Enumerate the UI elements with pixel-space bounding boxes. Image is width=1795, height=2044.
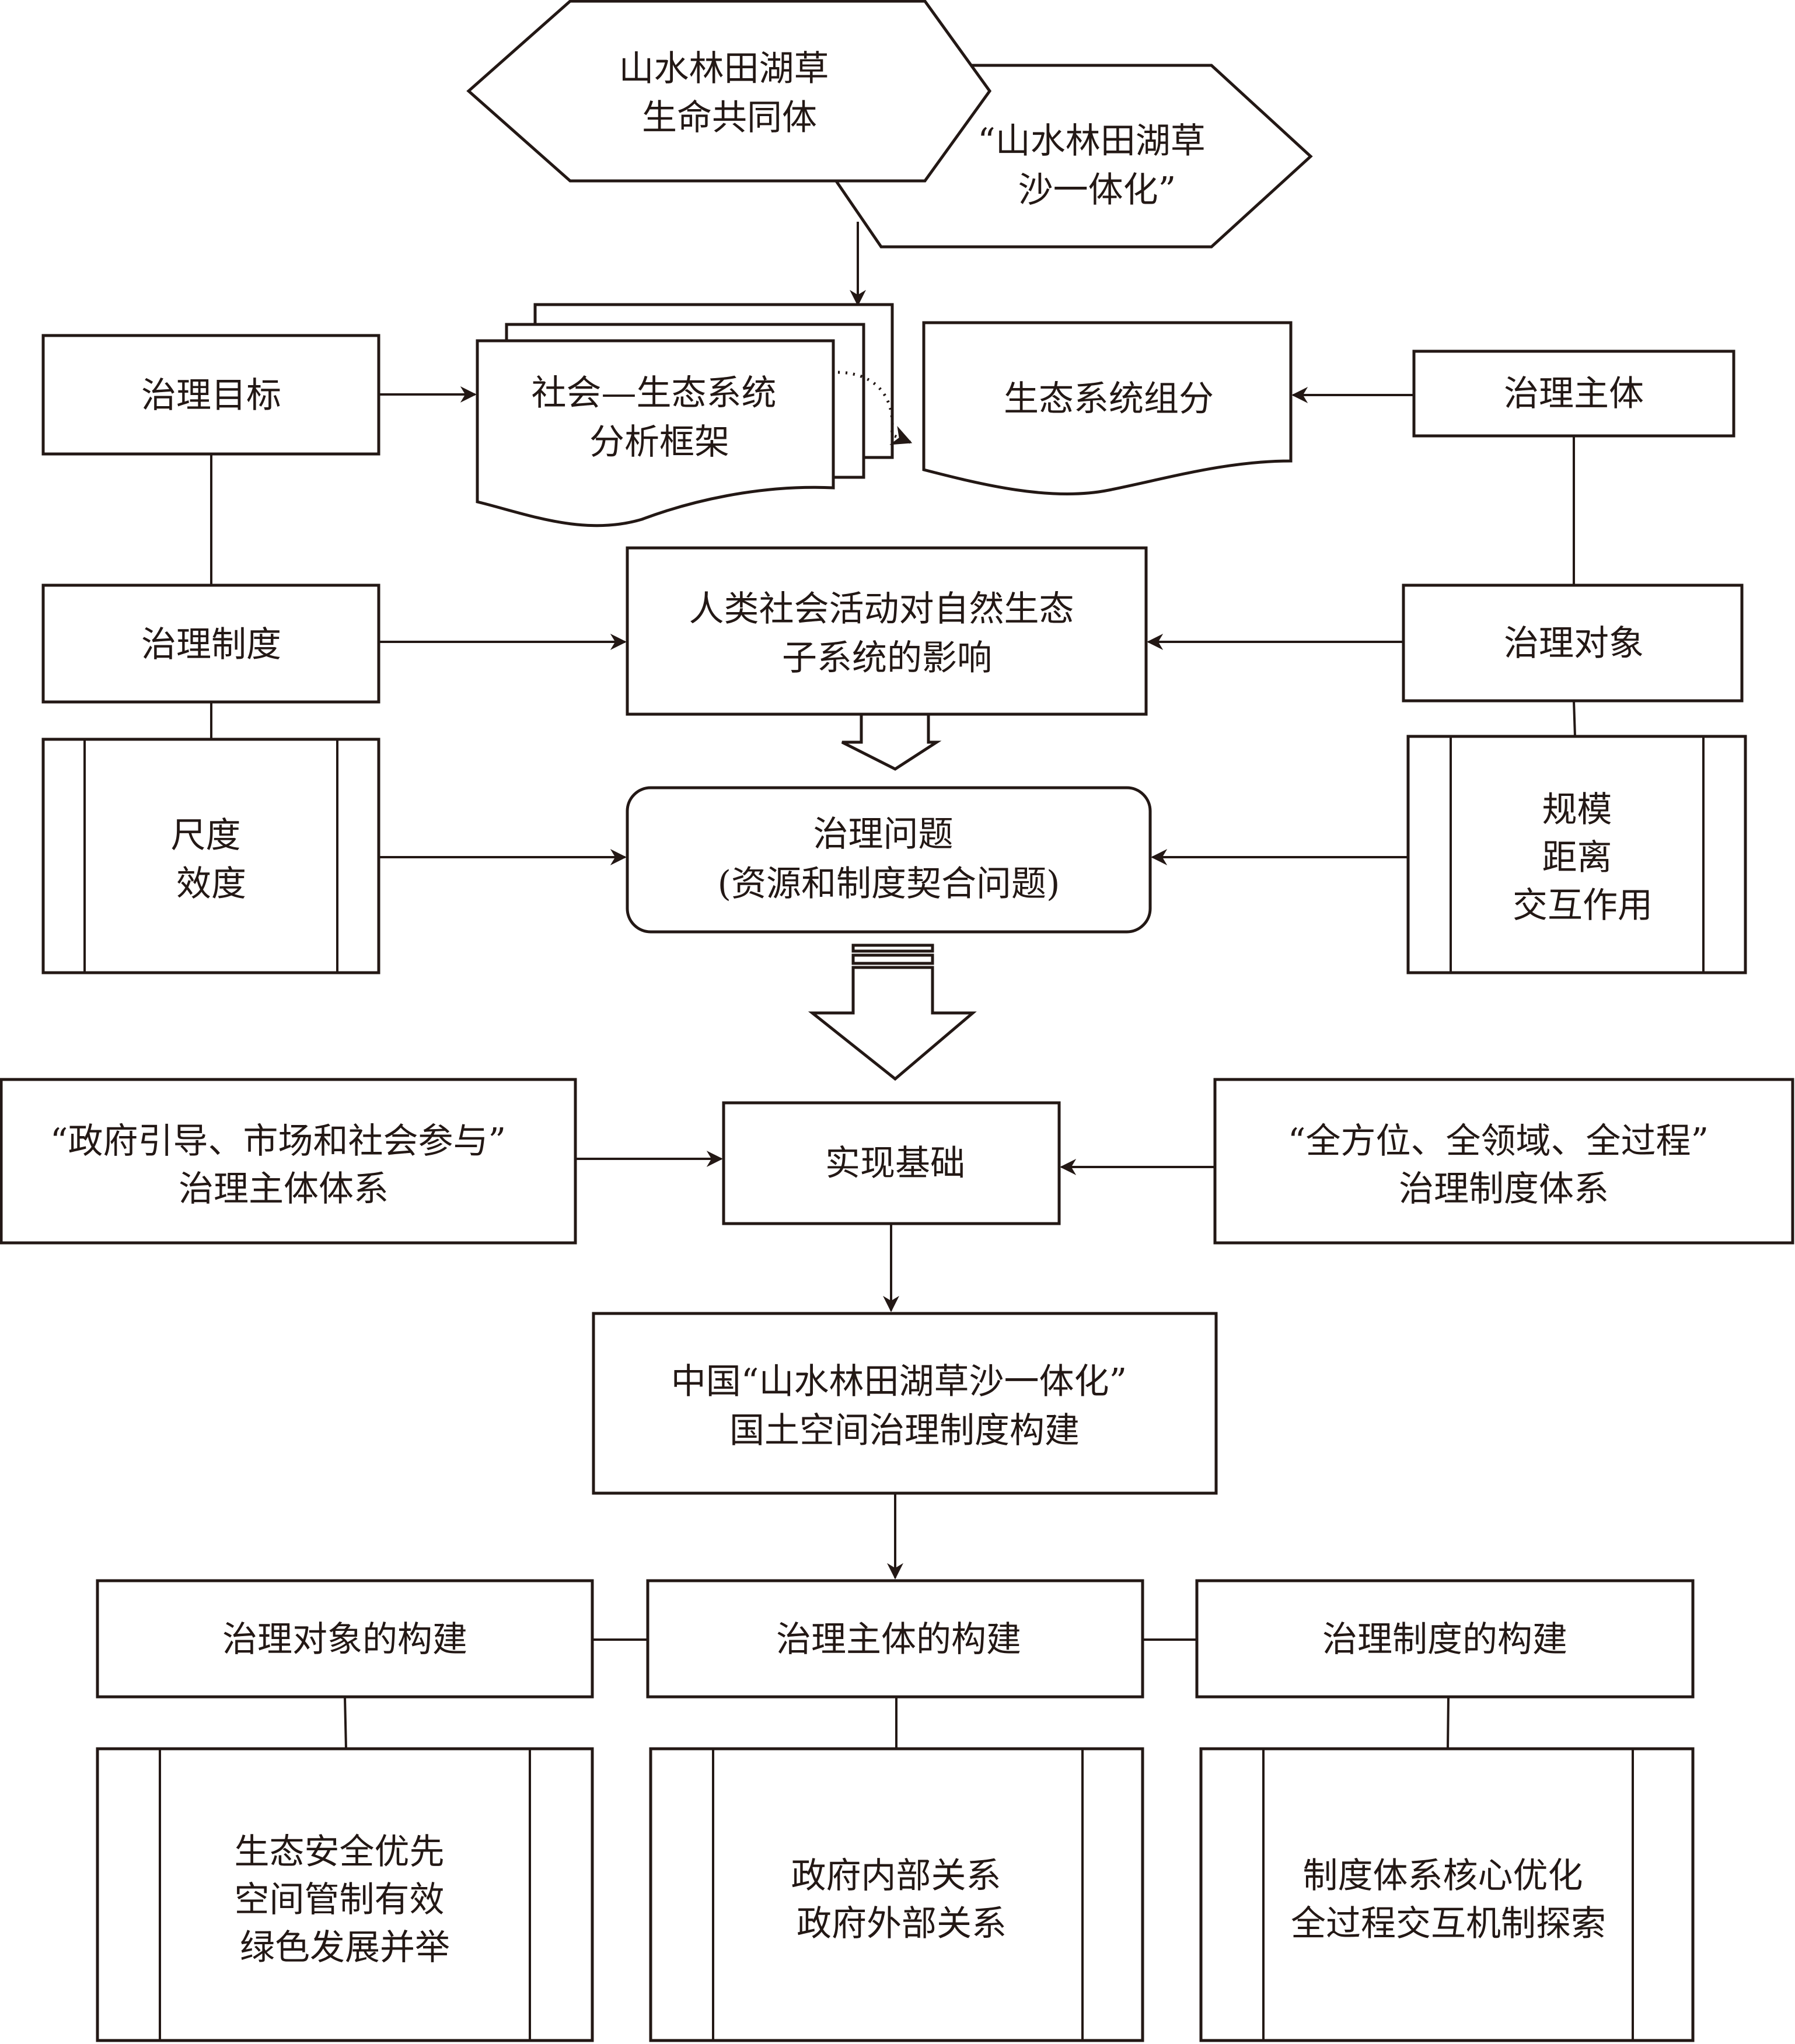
- subject-construction-text: 治理主体的构建: [776, 1619, 1021, 1660]
- governance-problem-text: 治理问题 (资源和制度契合问题): [718, 814, 1060, 904]
- big-arrow-stripe-2: [851, 953, 934, 965]
- dimensions-line: 交互作用: [1513, 885, 1653, 926]
- connector-object-to-detail: [344, 1696, 347, 1749]
- framework-line: 社会—生态系统: [531, 373, 776, 414]
- hexagon-community: [466, 0, 992, 183]
- scale-effect-box: [41, 738, 380, 974]
- institution-system-text: “全方位、全领域、全过程” 治理制度体系: [1288, 1121, 1720, 1210]
- foundation-text: 实现基础: [825, 1143, 965, 1184]
- subject-detail-line: 政府内部关系: [791, 1856, 1001, 1896]
- ecosystem-components-text: 生态系统组分: [1004, 379, 1214, 420]
- governance-institution-text: 治理制度: [141, 624, 281, 665]
- subject-system-text: “政府引导、市场和社会参与” 治理主体体系: [50, 1121, 517, 1210]
- governance-problem-line: (资源和制度契合问题): [718, 864, 1060, 904]
- object-construction-text: 治理对象的构建: [222, 1619, 467, 1660]
- governance-object-line: 治理对象: [1504, 623, 1644, 664]
- hex-community-text: 山水林田湖草 生命共同体: [619, 48, 840, 138]
- subject-system-line: 治理主体体系: [179, 1169, 389, 1210]
- subject-detail-line: 政府外部关系: [797, 1903, 1007, 1944]
- human-impact-line: 子系统的影响: [782, 638, 992, 679]
- governance-object-box: [1402, 583, 1744, 703]
- institution-construction-box: [1195, 1579, 1695, 1699]
- foundation-line: 实现基础: [825, 1143, 965, 1184]
- institution-detail-line: 制度体系核心优化: [1302, 1856, 1583, 1896]
- connector-dotted-framework-to-components: [837, 371, 913, 445]
- dimensions-line: 规模: [1542, 789, 1612, 830]
- governance-goal-text: 治理目标: [141, 375, 281, 416]
- framework-text: 社会—生态系统 分析框架: [531, 373, 787, 463]
- governance-institution-line: 治理制度: [141, 624, 281, 665]
- object-detail-box: [96, 1747, 594, 2042]
- institution-detail-box: [1199, 1747, 1695, 2042]
- hex-integration-line: “山水林田湖草: [977, 121, 1206, 162]
- human-impact-box: [626, 546, 1148, 716]
- hex-integration-text: “山水林田湖草 沙一体化”: [977, 121, 1217, 211]
- governance-goal-line: 治理目标: [141, 375, 281, 416]
- object-construction-box: [96, 1579, 594, 1699]
- institution-system-box: [1213, 1078, 1794, 1245]
- object-detail-line: 生态安全优先: [234, 1832, 444, 1872]
- object-detail-text: 生态安全优先 空间管制有效 绿色发展并举: [234, 1832, 455, 1968]
- institution-system-line: “全方位、全领域、全过程”: [1288, 1121, 1709, 1162]
- china-construction-text: 中国“山水林田湖草沙一体化” 国土空间治理制度构建: [671, 1361, 1138, 1451]
- framework-document: [476, 339, 835, 527]
- scale-effect-line: 尺度: [170, 815, 240, 856]
- china-construction-box: [592, 1312, 1218, 1495]
- china-construction-line: 国土空间治理制度构建: [729, 1410, 1080, 1451]
- object-construction-line: 治理对象的构建: [222, 1619, 467, 1660]
- subject-construction-line: 治理主体的构建: [776, 1619, 1021, 1660]
- governance-subject-line: 治理主体: [1504, 373, 1644, 414]
- dimensions-text: 规模 距离 交互作用: [1513, 789, 1653, 926]
- subject-system-box: [0, 1078, 577, 1245]
- institution-detail-text: 制度体系核心优化 全过程交互机制探索: [1291, 1856, 1606, 1944]
- ecosystem-components-line: 生态系统组分: [1004, 379, 1214, 420]
- object-detail-line: 空间管制有效: [234, 1879, 444, 1920]
- human-impact-text: 人类社会活动对自然生态 子系统的影响: [689, 589, 1085, 679]
- framework-line: 分析框架: [589, 422, 729, 463]
- hex-community-line: 生命共同体: [642, 97, 817, 138]
- hollow-arrow-impact-to-problem: [841, 712, 942, 771]
- institution-system-line: 治理制度体系: [1399, 1169, 1609, 1210]
- institution-detail-line: 全过程交互机制探索: [1291, 1903, 1606, 1944]
- scale-effect-line: 效度: [176, 864, 246, 904]
- governance-institution-box: [41, 583, 380, 704]
- big-hollow-arrow-problem-to-foundation: [808, 966, 977, 1081]
- hex-community-line: 山水林田湖草: [619, 48, 829, 89]
- human-impact-line: 人类社会活动对自然生态: [689, 589, 1074, 630]
- governance-problem-line: 治理问题: [813, 814, 953, 855]
- institution-construction-line: 治理制度的构建: [1322, 1619, 1567, 1660]
- dimensions-line: 距离: [1542, 837, 1612, 878]
- china-construction-line: 中国“山水林田湖草沙一体化”: [671, 1361, 1127, 1402]
- dimensions-box: [1406, 735, 1747, 974]
- governance-problem-box: [626, 786, 1152, 934]
- big-arrow-stripe-1: [851, 944, 934, 953]
- foundation-box: [722, 1101, 1061, 1225]
- object-detail-line: 绿色发展并举: [240, 1927, 450, 1968]
- subject-detail-box: [649, 1747, 1144, 2042]
- ecosystem-components-document: [922, 321, 1293, 495]
- connector-object-to-dimensions: [1573, 700, 1576, 737]
- governance-object-text: 治理对象: [1504, 623, 1644, 664]
- subject-system-line: “政府引导、市场和社会参与”: [50, 1121, 506, 1162]
- governance-subject-text: 治理主体: [1504, 373, 1644, 414]
- scale-effect-text: 尺度 效度: [170, 815, 252, 904]
- hex-integration-line: 沙一体化”: [1018, 170, 1176, 211]
- subject-detail-text: 政府内部关系 政府外部关系: [791, 1856, 1012, 1944]
- institution-construction-text: 治理制度的构建: [1322, 1619, 1567, 1660]
- governance-goal-box: [41, 334, 380, 456]
